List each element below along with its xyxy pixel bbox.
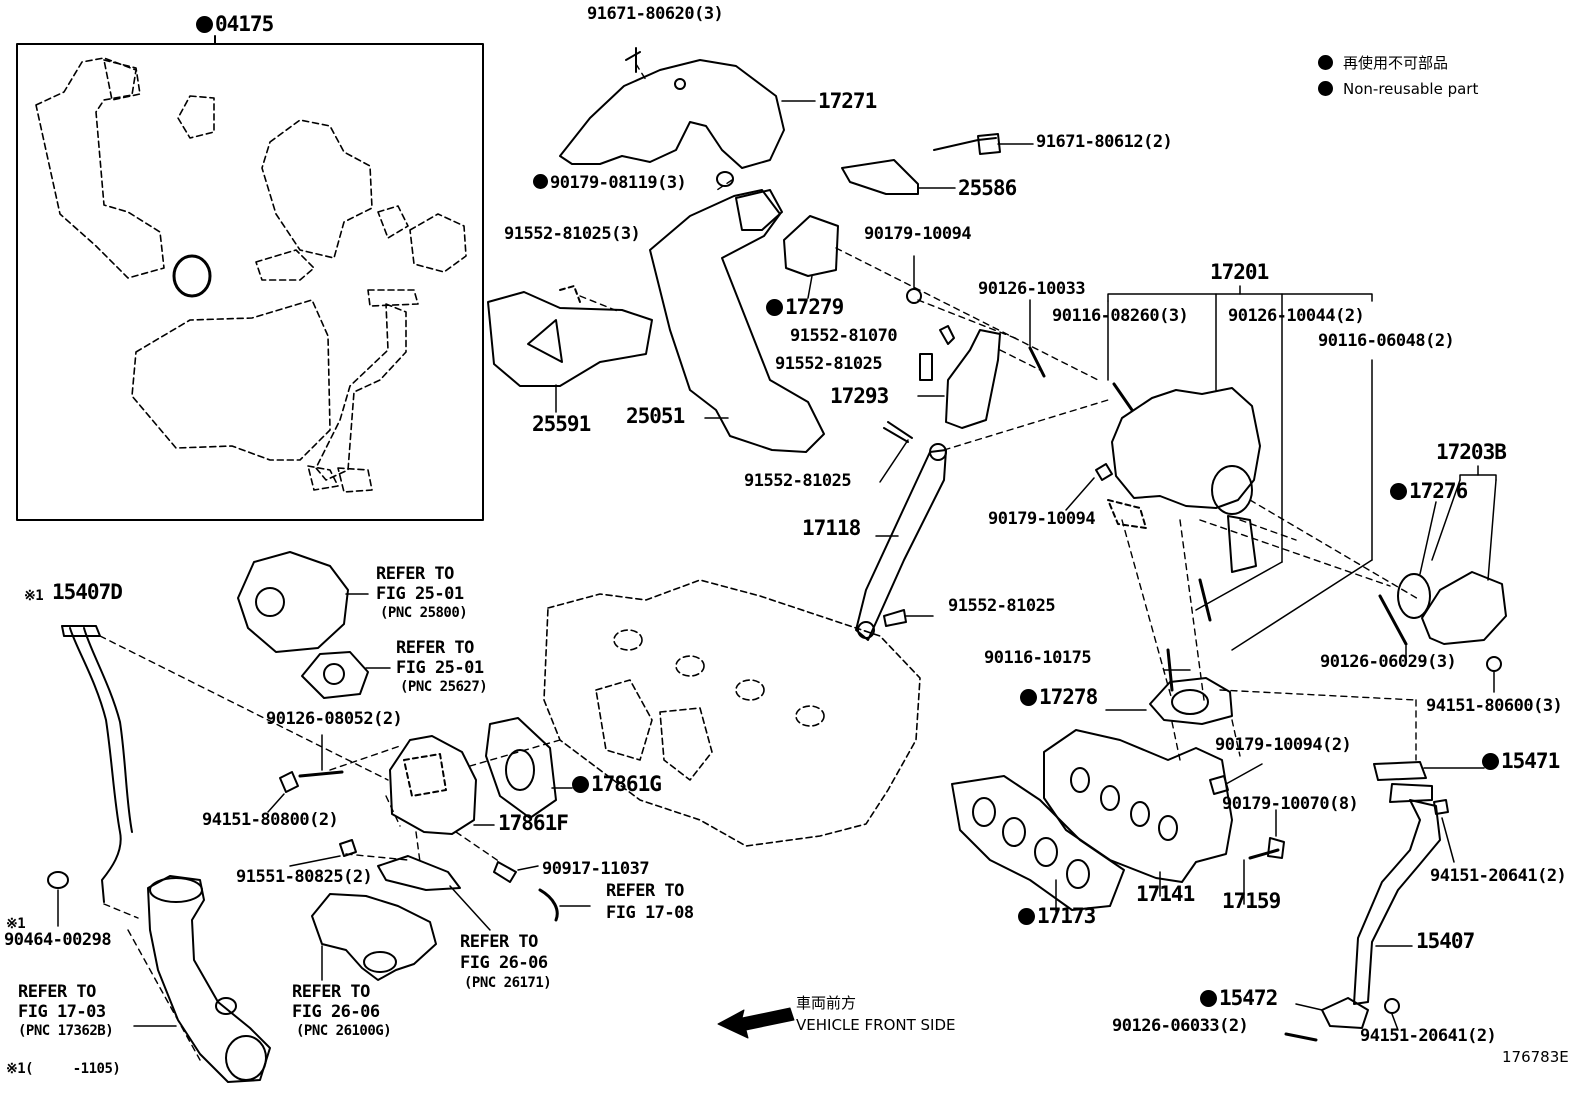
label-90179-10070: 90179-10070(8) [1222, 794, 1359, 814]
label-94151-20641-a: 94151-20641(2) [1430, 866, 1567, 886]
label-15407: 15407 [1416, 929, 1475, 953]
actuator-gasket [301, 651, 369, 699]
refer-25800-pnc: (PNC 25800) [380, 605, 468, 621]
label-17861G: 17861G [572, 774, 662, 795]
refer-25627-line2: FIG 25-01 [396, 658, 484, 678]
label-91552-81070: 91552-81070 [790, 326, 898, 346]
refer-26171-line2: FIG 26-06 [460, 953, 548, 973]
label-91551-80825: 91551-80825(2) [236, 867, 373, 887]
kit-box [16, 43, 484, 521]
refer-17362b-line1: REFER TO [18, 982, 96, 1002]
refer-25800-line1: REFER TO [376, 564, 454, 584]
label-04175: 04175 [196, 14, 274, 35]
gasket-17276 [1397, 573, 1431, 619]
exhaust-manifold [1043, 729, 1233, 883]
refer-26100g-line2: FIG 26-06 [292, 1002, 380, 1022]
catalytic-converter [649, 189, 825, 453]
label-17141: 17141 [1136, 882, 1195, 906]
refer-26171-line1: REFER TO [460, 932, 538, 952]
label-25051: 25051 [626, 404, 685, 428]
legend-jp: 再使用不可部品 [1318, 55, 1448, 71]
heat-insulator [559, 59, 785, 169]
label-91671-80612: 91671-80612(2) [1036, 132, 1173, 152]
label-17279: 17279 [766, 297, 844, 318]
front-arrow [717, 1007, 795, 1039]
figure-id: 176783E [1502, 1048, 1569, 1066]
footnote: ※1( -1105) [6, 1061, 121, 1077]
label-90464-00298: 90464-00298 [4, 930, 112, 950]
refer-25627-line1: REFER TO [396, 638, 474, 658]
label-90116-10175: 90116-10175 [984, 648, 1092, 668]
intake-pipe [147, 875, 271, 1083]
label-17173: 17173 [1018, 906, 1096, 927]
label-25586: 25586 [958, 176, 1017, 200]
label-15471: 15471 [1482, 751, 1560, 772]
label-90179-10094-a: 90179-10094 [864, 224, 972, 244]
refer-26100g-line1: REFER TO [292, 982, 370, 1002]
label-90179-10094-c: 90179-10094(2) [1215, 735, 1352, 755]
water-outlet [311, 893, 437, 981]
label-17293: 17293 [830, 384, 889, 408]
gasket-17173 [951, 775, 1125, 911]
label-17159: 17159 [1222, 889, 1281, 913]
heat-protector [841, 159, 919, 195]
gasket-26171 [377, 855, 461, 891]
turbocharger [1111, 387, 1261, 509]
label-90126-10044: 90126-10044(2) [1228, 306, 1365, 326]
label-25591: 25591 [532, 412, 591, 436]
refer-25627-pnc: (PNC 25627) [400, 679, 488, 695]
bracket [487, 291, 653, 387]
oil-pipe [1353, 799, 1441, 1005]
refer-17362b-line2: FIG 17-03 [18, 1002, 106, 1022]
label-94151-20641-b: 94151-20641(2) [1360, 1026, 1497, 1046]
label-94151-80600: 94151-80600(3) [1426, 696, 1563, 716]
label-90126-06033: 90126-06033(2) [1112, 1016, 1249, 1036]
label-90116-06048: 90116-06048(2) [1318, 331, 1455, 351]
label-17861F: 17861F [498, 811, 569, 835]
refer-26171-pnc: (PNC 26171) [464, 975, 552, 991]
label-15407d: 15407D [52, 580, 123, 604]
label-90464-mark: ※1 [6, 916, 26, 932]
label-17118: 17118 [802, 516, 861, 540]
refer-1708-line1: REFER TO [606, 881, 684, 901]
label-90126-08052: 90126-08052(2) [266, 709, 403, 729]
label-91552-81025-3: 91552-81025(3) [504, 224, 641, 244]
vacuum-hose [69, 627, 133, 903]
label-15472: 15472 [1200, 988, 1278, 1009]
label-90179-10094-b: 90179-10094 [988, 509, 1096, 529]
label-90179-08119: 90179-08119(3) [533, 174, 687, 192]
label-15407d-mark: ※1 [24, 588, 44, 604]
label-17271: 17271 [818, 89, 877, 113]
label-91552-81025-a: 91552-81025 [775, 354, 883, 374]
legend-en: Non-reusable part [1318, 81, 1478, 97]
turbo-actuator [237, 551, 349, 653]
refer-17362b-pnc: (PNC 17362B) [18, 1023, 114, 1039]
label-17278: 17278 [1020, 687, 1098, 708]
label-91552-81025-c: 91552-81025 [948, 596, 1056, 616]
label-90917-11037: 90917-11037 [542, 859, 650, 879]
label-91671-80620: 91671-80620(3) [587, 4, 724, 24]
refer-26100g-pnc: (PNC 26100G) [296, 1023, 392, 1039]
gasket-17279 [783, 215, 839, 277]
label-90116-08260: 90116-08260(3) [1052, 306, 1189, 326]
intake-housing [389, 735, 477, 835]
turbo-outlet-elbow [1421, 571, 1507, 645]
refer-25800-line2: FIG 25-01 [376, 584, 464, 604]
label-94151-80800: 94151-80800(2) [202, 810, 339, 830]
kit-contents-dashed [35, 57, 467, 493]
kit-gasket [172, 254, 212, 298]
refer-1708-line2: FIG 17-08 [606, 903, 694, 923]
label-90126-10033: 90126-10033 [978, 279, 1086, 299]
gasket-17278 [1149, 677, 1233, 725]
front-en: VEHICLE FRONT SIDE [796, 1016, 956, 1034]
label-17276: 17276 [1390, 481, 1468, 502]
gasket-17861g [485, 717, 557, 819]
label-17203B: 17203B [1436, 440, 1507, 464]
label-17201: 17201 [1210, 260, 1269, 284]
label-90126-06029: 90126-06029(3) [1320, 652, 1457, 672]
engine-block-dashed [543, 579, 921, 847]
label-91552-81025-b: 91552-81025 [744, 471, 852, 491]
front-jp: 車両前方 [796, 994, 857, 1012]
